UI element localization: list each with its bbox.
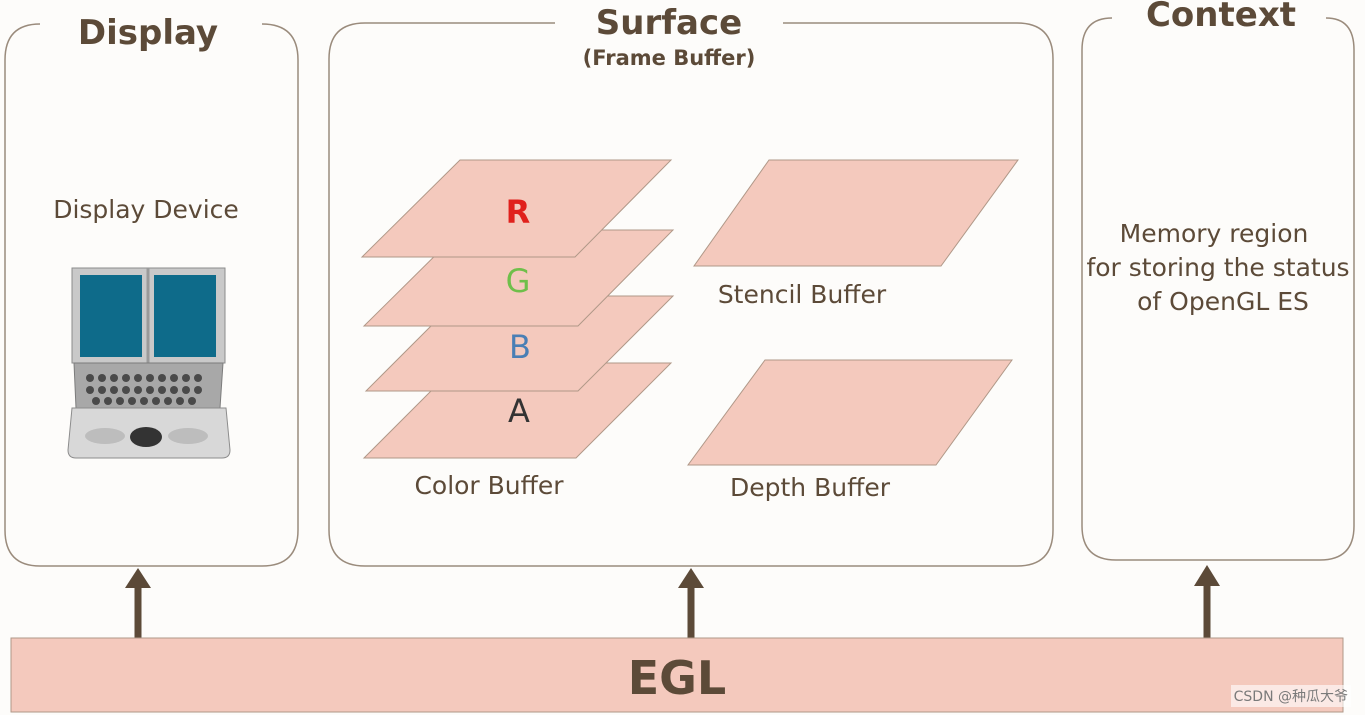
arrow-to-display bbox=[125, 568, 151, 638]
color-buffer-stack: R G B A bbox=[360, 159, 675, 459]
display-panel-title: Display bbox=[78, 13, 218, 53]
channel-r-label: R bbox=[506, 193, 531, 231]
arrow-to-surface bbox=[678, 568, 704, 638]
channel-b-label: B bbox=[509, 328, 531, 366]
context-panel-title: Context bbox=[1146, 0, 1296, 35]
context-panel-frame bbox=[1081, 17, 1355, 561]
arrow-to-context bbox=[1194, 565, 1220, 638]
context-description-line-1: Memory region bbox=[1120, 219, 1309, 248]
color-buffer-label: Color Buffer bbox=[414, 471, 564, 500]
channel-a-label: A bbox=[508, 392, 530, 430]
surface-panel-title: Surface bbox=[596, 3, 742, 43]
surface-panel-subtitle: (Frame Buffer) bbox=[583, 46, 756, 70]
stencil-buffer-label: Stencil Buffer bbox=[718, 280, 887, 309]
egl-label: EGL bbox=[628, 651, 727, 705]
display-device-label: Display Device bbox=[53, 195, 239, 224]
display-panel-frame bbox=[4, 23, 299, 567]
depth-buffer-label: Depth Buffer bbox=[730, 473, 891, 502]
stencil-buffer-plane bbox=[693, 159, 1019, 267]
egl-bar bbox=[10, 637, 1344, 713]
context-description-line-2: for storing the status bbox=[1086, 253, 1349, 282]
depth-buffer-plane bbox=[687, 359, 1013, 466]
context-description-line-3: of OpenGL ES bbox=[1137, 287, 1309, 316]
watermark: CSDN @种瓜大爷 bbox=[1230, 685, 1351, 707]
display-device-icon bbox=[67, 267, 231, 459]
surface-panel-frame bbox=[328, 22, 1054, 567]
buffer-plane-r bbox=[360, 159, 673, 258]
channel-g-label: G bbox=[506, 262, 531, 300]
